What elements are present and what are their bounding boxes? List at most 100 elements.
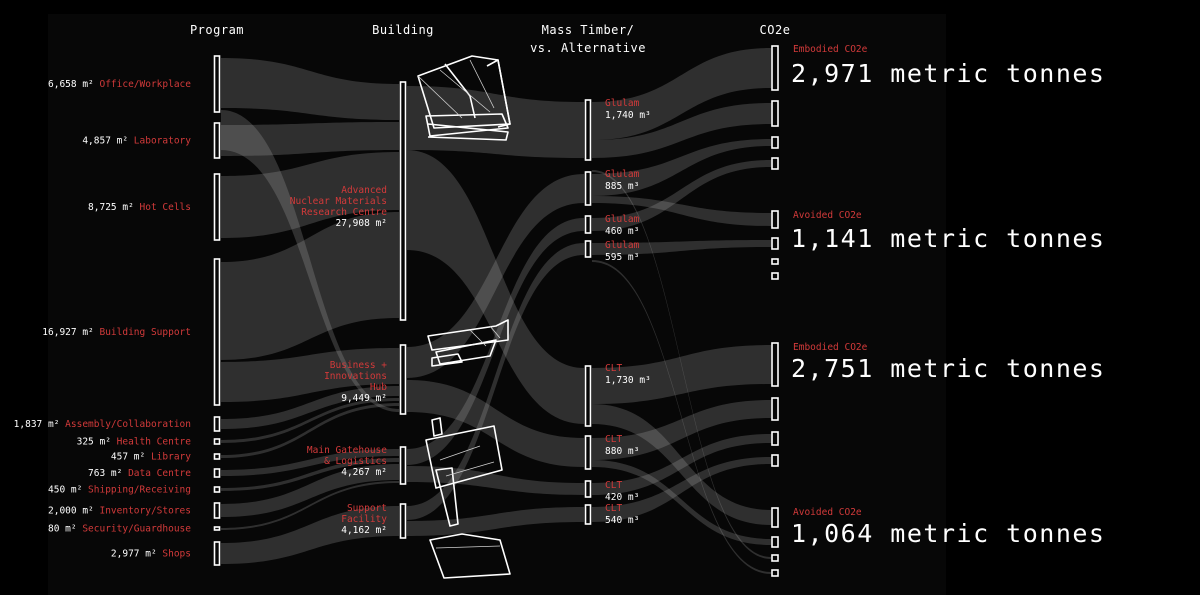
program-name: Hot Cells [140, 202, 191, 213]
program-name: Security/Guardhouse [82, 524, 191, 535]
program-node [213, 526, 221, 531]
program-area: 8,725 m² [88, 202, 139, 213]
program-node [213, 55, 221, 113]
flow-support-to-hub [221, 348, 399, 402]
program-name: Shipping/Receiving [88, 485, 191, 496]
material-node [584, 480, 592, 498]
material-node [584, 435, 592, 470]
flow-glulam-2-to-embodied [592, 139, 771, 196]
co2-node [771, 431, 779, 446]
material-node [584, 99, 592, 161]
program-name: Library [151, 452, 191, 463]
program-node [213, 122, 221, 159]
material-volume: 885 m³ [605, 181, 639, 192]
material-volume: 595 m³ [605, 252, 639, 263]
material-volume: 1,730 m³ [605, 375, 651, 386]
flow-hub-to-clt-2 [407, 380, 584, 467]
flow-health-to-hub [221, 398, 399, 443]
program-name: Data Centre [128, 468, 191, 479]
material-node [584, 504, 592, 525]
flow-support-to-clt-4 [407, 507, 584, 536]
flow-library-to-hub [221, 403, 399, 458]
header-alternative: vs. Alternative [530, 41, 646, 55]
material-volume: 540 m³ [605, 515, 639, 526]
header-mass-timber: Mass Timber/ [542, 23, 635, 37]
program-name: Health Centre [117, 437, 192, 448]
program-label: 457 m² Library [111, 452, 191, 463]
building-area: 4,162 m² [341, 525, 387, 536]
co2-label: Embodied CO2e [793, 44, 868, 55]
flow-gatehouse-to-clt-3 [407, 466, 584, 495]
co2-value: 2,971 metric tonnes [791, 59, 1105, 88]
program-label: 6,658 m² Office/Workplace [48, 79, 191, 90]
flow-datacentre-to-gatehouse [221, 449, 399, 476]
co2-node [771, 397, 779, 421]
material-volume: 460 m³ [605, 226, 639, 237]
flow-inventory-to-gatehouse [221, 464, 399, 517]
program-label: 8,725 m² Hot Cells [88, 202, 191, 213]
building-sketch-support-facility [429, 533, 511, 579]
program-name: Office/Workplace [99, 79, 191, 90]
program-label: 80 m² Security/Guardhouse [48, 524, 191, 535]
building-name-line: Nuclear Materials [290, 196, 387, 207]
building-name-line: Innovations [324, 371, 387, 382]
program-label: 4,857 m² Laboratory [82, 136, 191, 147]
program-label: 763 m² Data Centre [88, 468, 191, 479]
co2-node [771, 507, 779, 528]
flow-hotcells-to-research [221, 152, 399, 238]
material-type: Glulam [605, 240, 640, 251]
flow-clt-1-to-avoided [592, 404, 771, 525]
program-node [213, 173, 221, 241]
building-node [399, 344, 407, 415]
co2-node [771, 454, 779, 467]
co2-label: Avoided CO2e [793, 210, 862, 221]
building-name-line: Support [347, 503, 387, 514]
program-label: 325 m² Health Centre [77, 437, 192, 448]
flow-hub-to-glulam-2 [407, 174, 584, 378]
building-name-line: Main Gatehouse [307, 445, 387, 456]
material-node [584, 215, 592, 234]
program-area: 80 m² [48, 524, 82, 535]
flow-glulam-2-to-avoided-thin [592, 170, 771, 559]
material-type: CLT [605, 480, 622, 491]
flow-security-to-gatehouse [221, 481, 399, 530]
building-node [399, 81, 407, 321]
flow-glulam-4-to-avoided [592, 240, 771, 255]
co2-node [771, 536, 779, 548]
co2-node [771, 210, 779, 229]
material-node [584, 171, 592, 206]
program-label: 2,977 m² Shops [111, 549, 191, 560]
label-layer: 6,658 m² Office/Workplace 4,857 m² Labora… [14, 44, 1105, 560]
material-type: CLT [605, 434, 622, 445]
program-node [213, 541, 221, 566]
flow-clt-3-to-embodied [592, 434, 771, 495]
flow-glulam-1-to-embodied [592, 48, 771, 140]
program-node [213, 416, 221, 432]
material-node [584, 365, 592, 427]
program-area: 1,837 m² [14, 419, 65, 430]
co2-value: 1,141 metric tonnes [791, 224, 1105, 253]
program-area: 325 m² [77, 437, 117, 448]
program-area: 2,977 m² [111, 549, 162, 560]
flow-glulam-1-to-avoided [592, 103, 771, 158]
co2-node [771, 45, 779, 91]
flow-assembly-to-hub [221, 386, 399, 429]
material-type: Glulam [605, 214, 640, 225]
flow-layer [221, 48, 771, 574]
material-node [584, 240, 592, 258]
building-sketch-gatehouse [425, 417, 503, 527]
header-program: Program [190, 23, 244, 37]
program-name: Building Support [99, 327, 191, 338]
program-label: 2,000 m² Inventory/Stores [48, 506, 191, 517]
program-area: 16,927 m² [42, 327, 99, 338]
program-node [213, 453, 221, 460]
co2-value: 2,751 metric tonnes [791, 354, 1105, 383]
diagram-panel [48, 14, 946, 595]
program-area: 763 m² [88, 468, 128, 479]
program-label: 16,927 m² Building Support [42, 327, 191, 338]
material-volume: 420 m³ [605, 492, 639, 503]
building-name-line: Business + [330, 360, 387, 371]
flow-glulam-4-to-avoided-thin [592, 260, 771, 574]
flow-office-to-hub-thin [221, 110, 399, 412]
